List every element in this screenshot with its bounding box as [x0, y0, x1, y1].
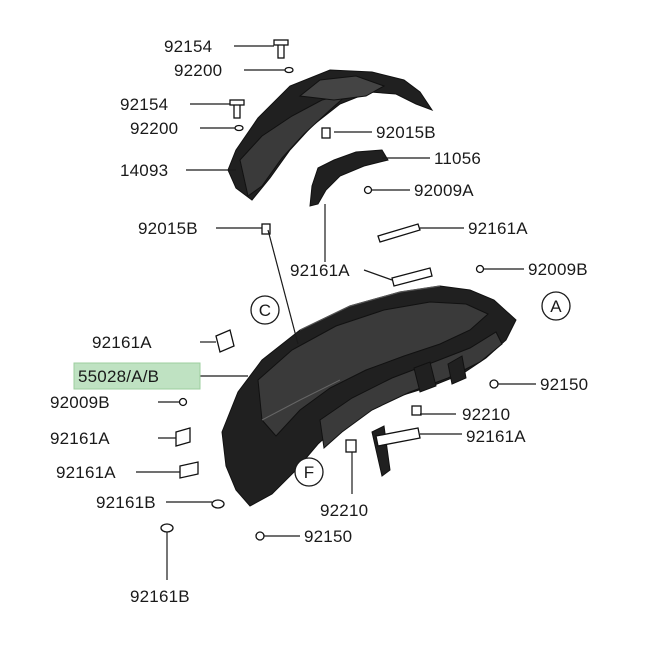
washer-92200-top [284, 66, 294, 74]
label-92009A: 92009A [414, 181, 474, 200]
pad-92161A-c [391, 267, 433, 287]
nut-92210-b [345, 439, 357, 453]
label-92161A-left-1: 92161A [92, 333, 152, 352]
label-92154-mid: 92154 [120, 95, 168, 114]
label-92015B-mid: 92015B [138, 219, 198, 238]
nut-92210-r [411, 405, 422, 416]
label-92161A-left-3: 92161A [56, 463, 116, 482]
label-92200-mid: 92200 [130, 119, 178, 138]
label-92161B-bottom: 92161B [130, 587, 190, 606]
bracket-11056 [309, 149, 389, 207]
label-92150-right: 92150 [540, 375, 588, 394]
pad-92161A-l3 [179, 461, 199, 479]
callout-a-label: A [550, 297, 562, 316]
screw-92009B-l [178, 397, 188, 407]
label-55028-A-B: 55028/A/B [78, 367, 159, 386]
leader-lines [136, 45, 536, 580]
pad-92161A-r2 [375, 427, 421, 447]
pad-92161A-r1 [377, 223, 421, 243]
callout-a: A [541, 291, 571, 321]
cowl-part-14093 [227, 69, 434, 201]
bolt-92150-b [255, 531, 265, 541]
bolt-92154-mid [233, 103, 241, 119]
bolt-92150-r [489, 379, 499, 389]
label-92161A-right-1: 92161A [468, 219, 528, 238]
collar-92015B-mid [261, 223, 271, 235]
washer-92200-mid [234, 124, 244, 132]
callout-c: C [250, 295, 280, 325]
label-92210-bottom: 92210 [320, 501, 368, 520]
callout-f: F [294, 457, 324, 487]
label-92161A-center: 92161A [290, 261, 350, 280]
callout-c-label: C [259, 301, 271, 320]
label-92200-top: 92200 [174, 61, 222, 80]
label-92015B-top: 92015B [376, 123, 436, 142]
label-92009B-left: 92009B [50, 393, 110, 412]
pad-92161A-l1 [215, 329, 235, 353]
collar-92015B-top [321, 127, 331, 139]
part-labels: 92154 92200 92154 92200 92015B 14093 110… [50, 37, 588, 606]
highlight-box [73, 362, 201, 390]
callout-f-label: F [304, 463, 315, 482]
screw-92009A [363, 185, 373, 195]
bolt-92154-top [277, 43, 285, 59]
screw-92009B-r [475, 264, 485, 274]
pad-92161A-l2 [175, 427, 191, 447]
label-14093: 14093 [120, 161, 168, 180]
label-92161A-left-2: 92161A [50, 429, 110, 448]
label-92161B-left-1: 92161B [96, 493, 156, 512]
label-92009B-right: 92009B [528, 260, 588, 279]
main-panel-55028 [221, 285, 517, 507]
label-11056: 11056 [434, 149, 481, 168]
label-92154-top: 92154 [164, 37, 212, 56]
label-92210-right: 92210 [462, 405, 510, 424]
label-92150-bottom: 92150 [304, 527, 352, 546]
washer-92161B-l1 [211, 499, 225, 509]
label-92161A-right-2: 92161A [466, 427, 526, 446]
washer-92161B-b [160, 523, 174, 533]
